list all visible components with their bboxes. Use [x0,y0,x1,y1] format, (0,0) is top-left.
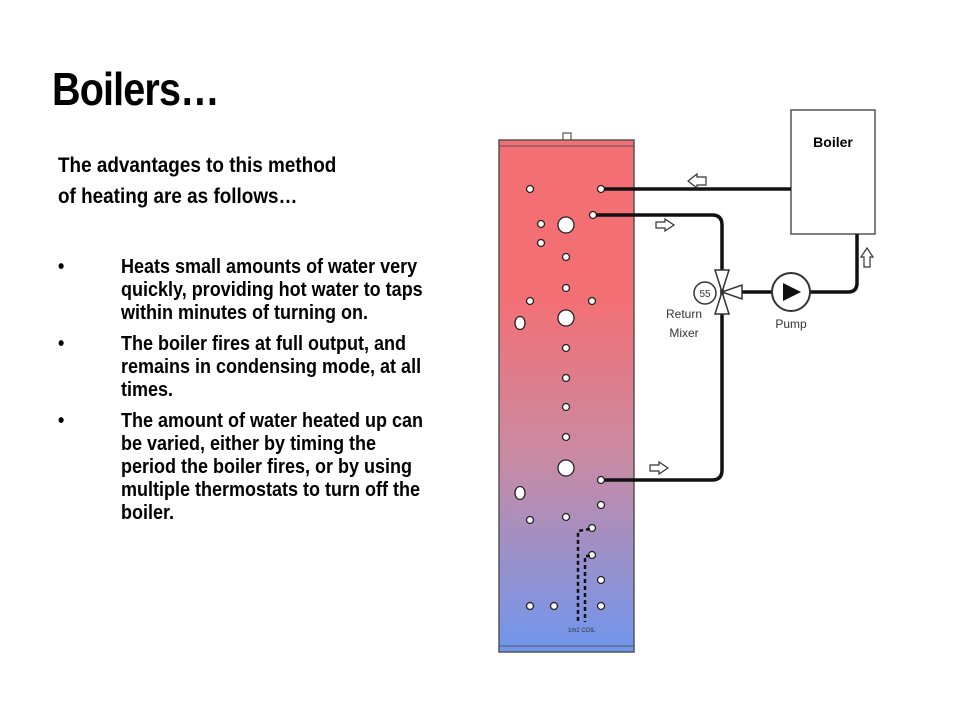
return-mixer-valve [713,269,743,315]
intro-line-2: of heating are as follows… [58,185,298,208]
bullet-text: Heats small amounts of water very quickl… [121,256,423,324]
intro-text: The advantages to this method of heating… [58,150,418,212]
slide-title: Boilers… [52,63,220,115]
arrow-right-icon [649,460,670,476]
port [525,184,535,194]
port [596,575,606,585]
port [525,601,535,611]
port [587,296,597,306]
port [514,485,526,501]
arrow-left-icon [687,172,707,190]
port [596,184,606,194]
port [561,252,571,262]
direction-arrows [649,172,875,476]
return-mixer-label-1: Return [666,307,702,321]
return-pipe [810,234,859,294]
port [596,500,606,510]
bullet-text: The amount of water heated up can be var… [121,410,424,524]
port [549,601,559,611]
port [536,219,546,229]
port [561,402,571,412]
port [557,459,575,477]
port [596,601,606,611]
port [525,296,535,306]
bullet-icon: • [58,410,65,432]
coil-label: 1m2 COIL [568,628,596,634]
port [525,515,535,525]
list-item: • Heats small amounts of water very quic… [58,256,436,325]
heating-coil [576,527,591,622]
arrow-up-icon [859,246,875,268]
port [557,216,575,234]
port [588,210,598,220]
boiler-unit [790,109,876,235]
list-item: • The amount of water heated up can be v… [58,410,436,525]
play-icon [783,283,801,301]
port [561,512,571,522]
circuit-pipe [596,213,724,482]
intro-line-1: The advantages to this method [58,154,337,177]
port [596,475,606,485]
thermostat-dial [693,281,717,305]
bullet-text: The boiler fires at full output, and rem… [121,333,422,401]
bullet-icon: • [58,333,65,355]
port [536,238,546,248]
list-item: • The boiler fires at full output, and r… [58,333,436,402]
port [561,343,571,353]
port [514,315,526,331]
port [561,373,571,383]
arrow-right-icon [655,217,676,233]
thermostat-value: 55 [699,289,711,300]
pump-label: Pump [775,317,807,331]
port [561,432,571,442]
boiler-label: Boiler [813,134,853,150]
port [561,283,571,293]
advantages-list: • Heats small amounts of water very quic… [58,256,436,533]
return-mixer-label-2: Mixer [669,326,698,340]
bullet-icon: • [58,256,65,278]
port [557,309,575,327]
